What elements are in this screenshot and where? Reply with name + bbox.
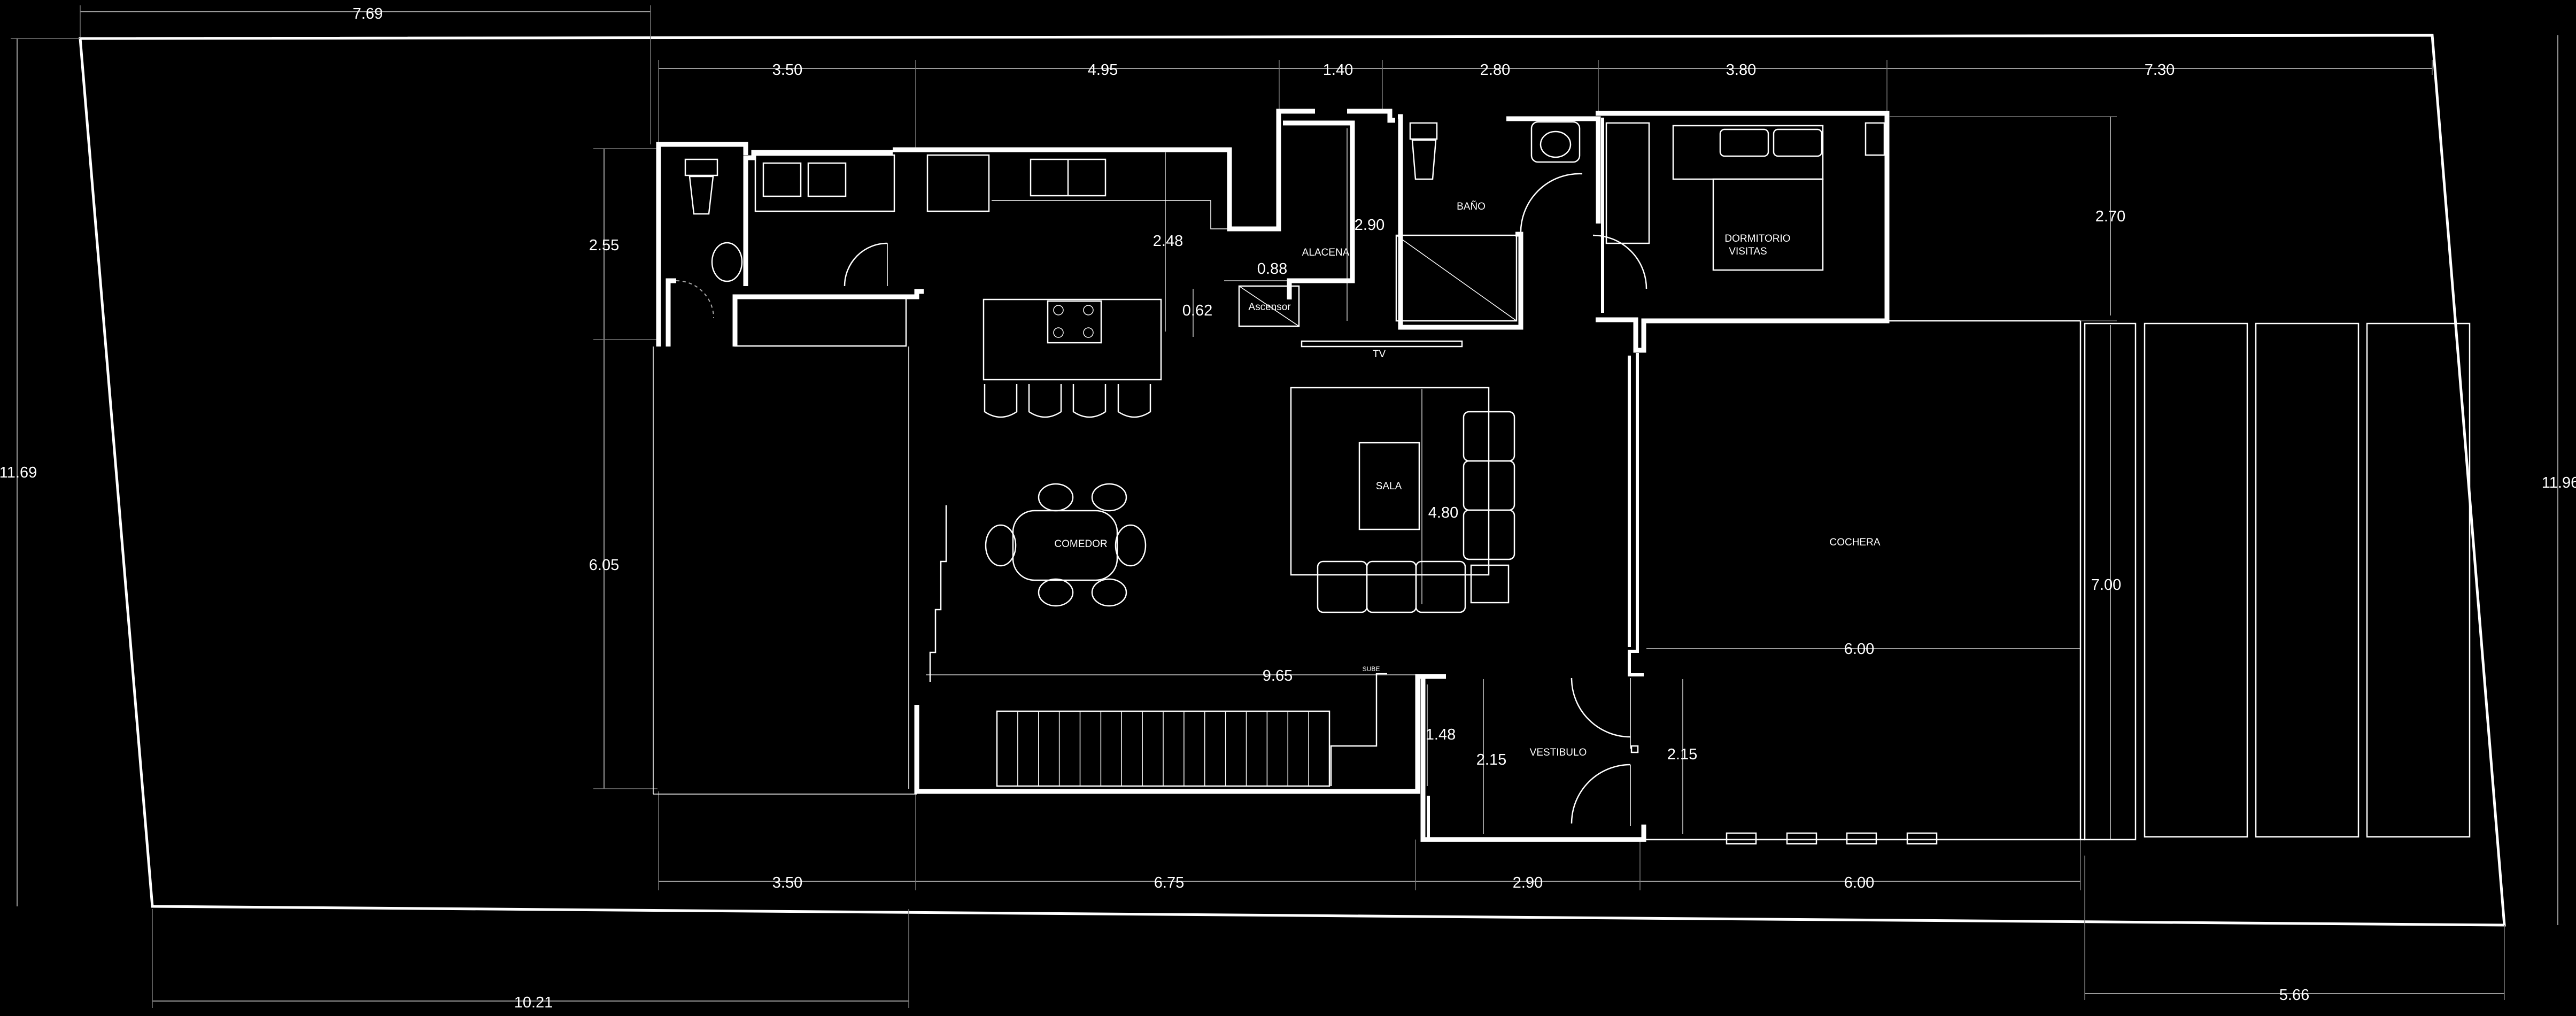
- walls: [656, 109, 1890, 842]
- label-ascensor: Ascensor: [1248, 302, 1291, 313]
- label-cochera: COCHERA: [1829, 537, 1880, 548]
- label-comedor: COMEDOR: [1054, 538, 1107, 550]
- fixtures: [653, 121, 2471, 845]
- dim-top-lot: 7.69: [353, 5, 383, 22]
- label-tv: TV: [1373, 349, 1386, 360]
- dim-stair-step: 1.48: [1426, 726, 1456, 743]
- dim-left-1: 2.55: [589, 237, 619, 254]
- dim-alacena-depth: 2.90: [1355, 217, 1384, 234]
- dim-cochera-depth: 7.00: [2091, 576, 2121, 594]
- dim-left-2: 6.05: [589, 557, 619, 574]
- dim-top-4: 2.80: [1480, 61, 1510, 79]
- dim-kitchen-depth: 2.48: [1153, 233, 1183, 250]
- dim-top-6: 7.30: [2145, 61, 2175, 79]
- dim-ascensor-d: 0.62: [1182, 302, 1212, 319]
- label-sala: SALA: [1376, 481, 1402, 492]
- dim-top-3: 1.40: [1323, 61, 1353, 79]
- label-dormitorio: DORMITORIO: [1724, 233, 1790, 244]
- label-visitas: VISITAS: [1729, 246, 1767, 257]
- dim-vestibulo-b: 2.15: [1667, 746, 1697, 763]
- dim-bottom-lot: 10.21: [514, 994, 553, 1011]
- dim-interior-width: 9.65: [1263, 667, 1293, 684]
- dim-top-2: 4.95: [1088, 61, 1118, 79]
- dim-vestibulo-a: 2.15: [1476, 751, 1506, 768]
- dim-bottom-4: 6.00: [1844, 874, 1874, 891]
- dim-ascensor-w: 0.88: [1257, 260, 1287, 278]
- dimension-lines: [11, 5, 2558, 1008]
- dim-top-1: 3.50: [772, 61, 802, 79]
- label-vestibulo: VESTIBULO: [1530, 747, 1587, 758]
- label-alacena: ALACENA: [1302, 247, 1350, 258]
- dim-top-5: 3.80: [1726, 61, 1756, 79]
- dim-bottom-3: 2.90: [1513, 874, 1543, 891]
- dim-cochera-width: 6.00: [1844, 641, 1874, 658]
- dim-left-lot: 11.69: [0, 464, 37, 481]
- dim-sala-depth: 4.80: [1428, 504, 1458, 521]
- dim-right-lot: 11.96: [2542, 474, 2576, 491]
- dim-bottom-right: 5.66: [2279, 987, 2309, 1004]
- dimension-labels: 7.69 3.50 4.95 1.40 2.80 3.80 7.30 11.69…: [0, 5, 2576, 1011]
- dim-dormitorio-depth: 2.70: [2095, 208, 2125, 225]
- label-bano: BAÑO: [1457, 201, 1486, 212]
- dim-bottom-2: 6.75: [1154, 874, 1184, 891]
- label-sube: SUBE: [1363, 665, 1380, 673]
- room-labels: BAÑO ALACENA DORMITORIO VISITAS Ascensor…: [1054, 201, 1880, 758]
- dim-bottom-1: 3.50: [772, 874, 802, 891]
